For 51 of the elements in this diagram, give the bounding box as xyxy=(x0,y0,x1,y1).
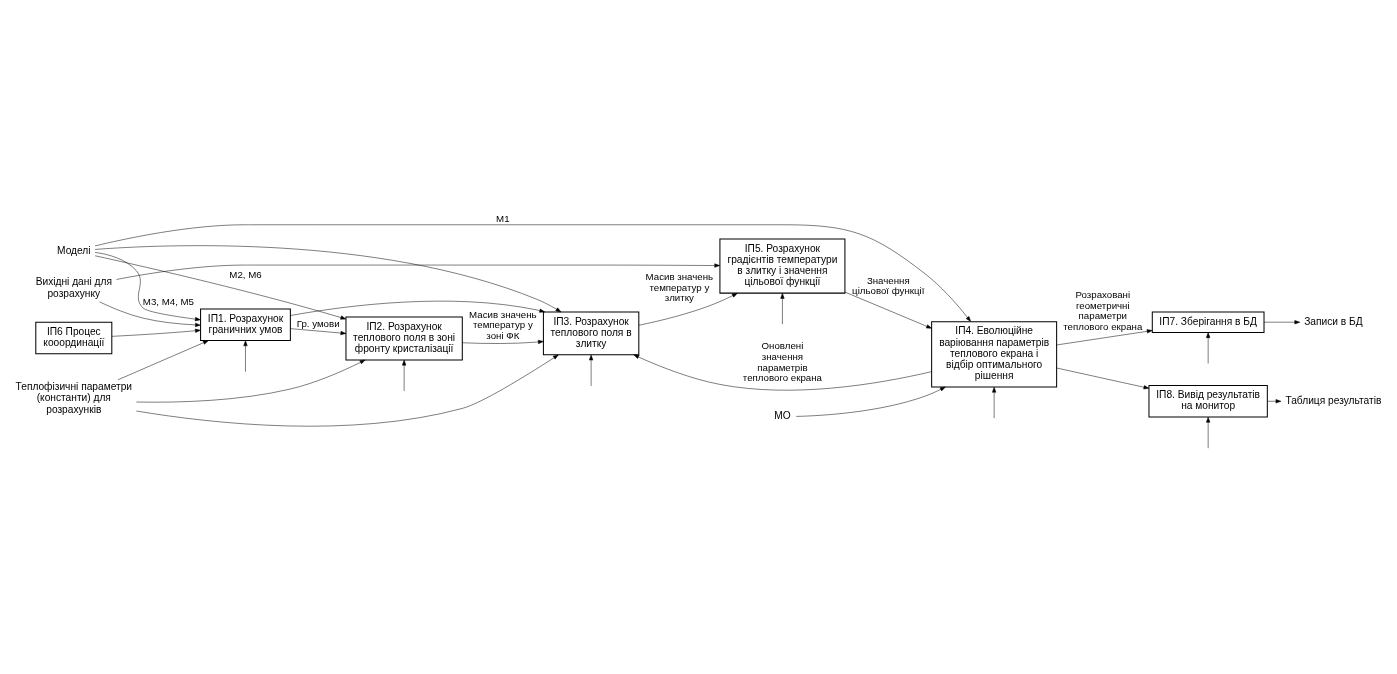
arrow xyxy=(243,339,248,372)
arrow xyxy=(1263,319,1301,324)
arrow xyxy=(290,300,546,316)
arrow xyxy=(94,251,201,321)
arrow xyxy=(94,244,562,312)
arrow xyxy=(111,328,201,337)
arrow xyxy=(844,291,932,329)
edge-label: М2, М6 xyxy=(229,268,262,280)
edge-label: Оновлені значення параметрів теплового екрана xyxy=(742,339,822,383)
arrow xyxy=(638,292,738,325)
arrow xyxy=(1206,416,1211,448)
node-box: ІП2. Розрахунок теплового поля в зоні фронту кристалізації xyxy=(345,316,463,360)
node-box: ІП1. Розрахунок граничних умов xyxy=(200,307,291,341)
node-text: Таблиця результатів xyxy=(1285,394,1382,406)
edge-label: Масив значень температур у злитку xyxy=(645,270,714,303)
arrow xyxy=(290,327,347,335)
node-box: ІП8. Вивід результатів на монитор xyxy=(1148,384,1268,418)
node-box: ІП5. Розрахунок градієнтів температури в злитку і значення цільової функції xyxy=(719,238,846,294)
edge-label: Значення цільової функції xyxy=(852,274,925,296)
arrow xyxy=(136,359,366,402)
node-box: ІП7. Зберігання в БД xyxy=(1151,311,1265,333)
arrow xyxy=(796,386,946,417)
node-box: ІП3. Розрахунок теплового поля в злитку xyxy=(542,311,640,355)
edge-label: М1 xyxy=(496,212,510,224)
arrow xyxy=(992,386,997,418)
edge-label: Розраховані геометричні параметри теплового екрана xyxy=(1063,288,1143,332)
arrow xyxy=(99,301,201,327)
arrow xyxy=(116,263,721,280)
arrow xyxy=(780,292,785,324)
arrow xyxy=(1267,398,1282,403)
arrow xyxy=(462,339,544,344)
arrow xyxy=(1056,367,1150,389)
arrow xyxy=(402,359,407,391)
arrow xyxy=(633,354,932,390)
arrow xyxy=(136,354,559,426)
arrow xyxy=(94,224,971,322)
arrow xyxy=(94,255,347,320)
node-text: Теплофізичні параметри (константи) для розрахунків xyxy=(15,380,133,414)
edge-label: М3, М4, М5 xyxy=(142,295,195,307)
node-text: Вихідні дані для розрахунку xyxy=(35,275,112,299)
node-text: Моделі xyxy=(57,244,91,256)
arrow xyxy=(589,354,594,386)
edge-label: Гр. умови xyxy=(296,317,340,329)
arrow xyxy=(1056,328,1153,345)
node-box: ІП6 Процес кооординації xyxy=(35,321,113,354)
edge-label: Масив значень температур у зоні ФК xyxy=(469,308,537,341)
node-text: Записи в БД xyxy=(1304,315,1363,327)
node-box: ІП4. Еволюційне варіювання параметрів теплового екрана і відбір оптимального рішення xyxy=(931,320,1058,387)
arrow xyxy=(117,339,209,380)
arrow xyxy=(1206,331,1211,364)
node-text: МО xyxy=(774,409,791,421)
